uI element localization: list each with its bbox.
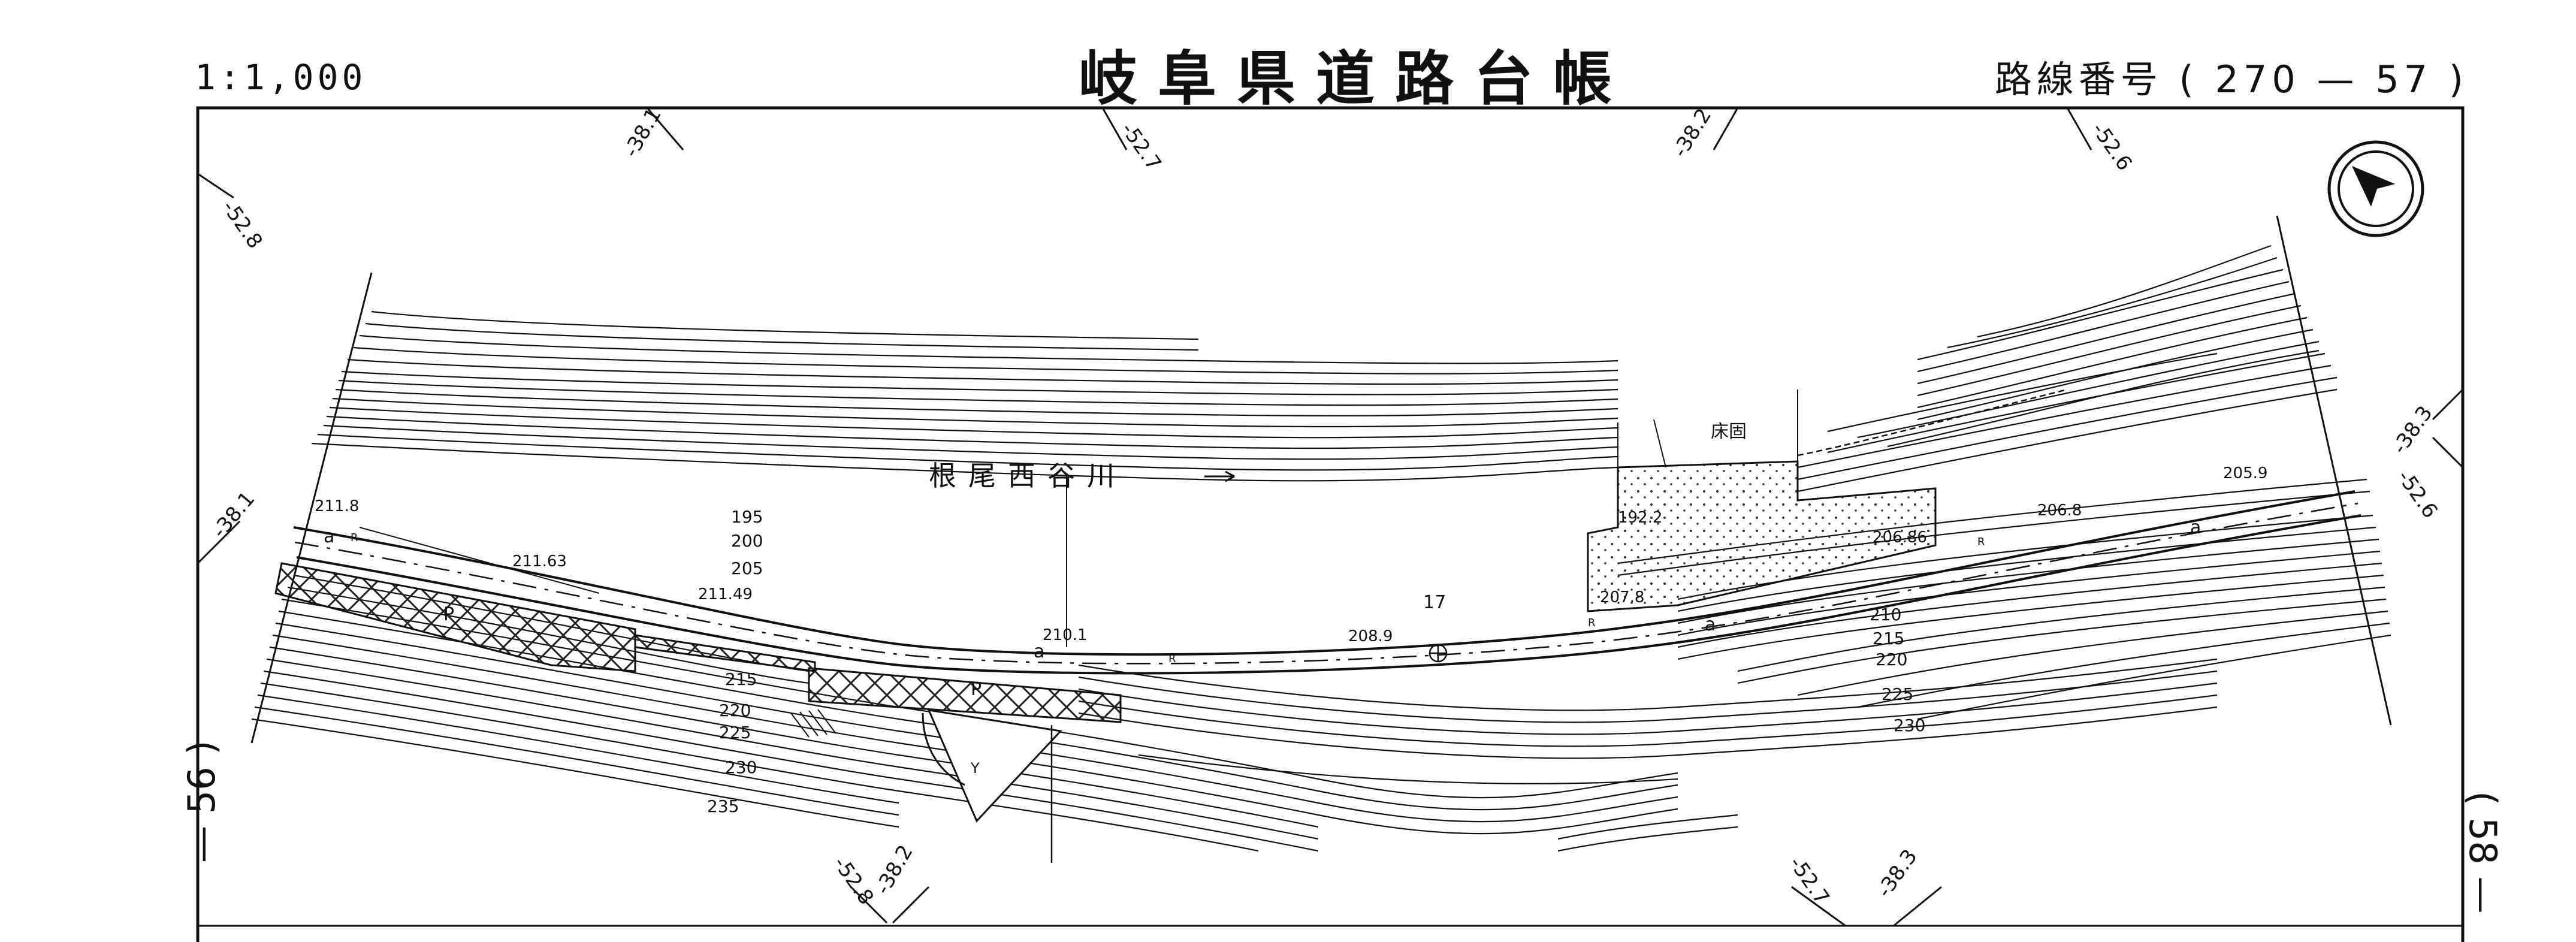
bed-fixation-area: [1587, 388, 2068, 612]
contour-label: 210: [1870, 605, 1901, 624]
grid-label-left: -38.1: [207, 487, 259, 543]
contour-label: 200: [731, 531, 763, 551]
road-marker: a: [1034, 641, 1044, 662]
elevation-label: 207.8: [1600, 588, 1644, 606]
contour-label: 225: [719, 723, 751, 742]
contours-upper: [311, 310, 1618, 482]
elevation-label: 211.63: [512, 552, 567, 570]
route-number: 路線番号 ( 270 — 57 ): [1995, 49, 2468, 103]
grid-ticks: [197, 107, 2464, 927]
map-title: 岐阜県道路台帳: [1079, 44, 1633, 113]
road-marker: a: [2190, 517, 2201, 538]
road-marker: a: [1705, 614, 1716, 635]
elevation-label: 206.86: [1873, 529, 1927, 547]
contour-label: 235: [707, 796, 739, 816]
road-marker: Y: [970, 760, 980, 777]
grid-label-bottom: -52.8: [829, 852, 878, 909]
contour-label: 230: [725, 757, 757, 777]
road-marker: P: [971, 679, 982, 700]
scale-label: 1:1,000: [195, 57, 367, 98]
route-label: 路線番号: [1994, 58, 2163, 101]
river-axis: [1066, 470, 1235, 647]
river-name: 根尾西谷川: [929, 460, 1127, 492]
contours-right-upper: [1797, 244, 2338, 493]
contour-label: 230: [1894, 715, 1925, 735]
contour-label: 220: [719, 701, 751, 720]
contour-labels: 215 220 225 230 235 195 200 205 210 215 …: [707, 507, 1925, 816]
map-frame: [196, 106, 2465, 942]
road-markers: a a a a R R R R P P Y 17: [324, 517, 2201, 777]
elevation-label: 211.49: [698, 585, 753, 603]
grid-label-top: -38.2: [1668, 104, 1717, 162]
grid-label-bottom: -52.7: [1784, 852, 1834, 909]
spot-elevations: 211.8 211.63 211.49 210.1 208.9 207.8 19…: [315, 464, 2267, 645]
elevation-label: 208.9: [1348, 627, 1393, 645]
contour-label: 220: [1876, 650, 1907, 669]
retaining-walls: [274, 562, 1122, 723]
contour-label: 215: [725, 669, 757, 689]
elevation-label: 192.2: [1618, 509, 1662, 527]
road-marker: R: [1588, 617, 1596, 629]
contour-label: 225: [1882, 684, 1913, 704]
grid-label-top: -52.6: [2087, 118, 2137, 175]
grid-label-bottom: -38.3: [1873, 845, 1922, 902]
grid-label-left: -52.8: [218, 196, 267, 253]
sheet-boundary: [250, 215, 2392, 744]
contour-label: 205: [731, 558, 763, 578]
elevation-label: 205.9: [2223, 464, 2267, 482]
route-value: ( 270 — 57 ): [2179, 58, 2468, 101]
contour-label: 215: [1873, 629, 1904, 648]
elevation-label: 211.8: [315, 497, 359, 515]
slope-structure: [790, 709, 1063, 863]
grid-label-top: -52.7: [1116, 118, 1166, 175]
road-marker: R: [1168, 653, 1176, 665]
north-arrow-icon: [2327, 140, 2424, 237]
grid-labels: -38.1 -52.7 -38.2 -52.6 -52.8 -38.1 -38.…: [207, 104, 2442, 909]
elevation-label: 206.8: [2037, 502, 2082, 520]
road-marker: R: [351, 532, 358, 544]
road-marker: a: [324, 526, 334, 547]
grid-label-right: -52.6: [2393, 466, 2442, 523]
road-marker: P: [443, 604, 454, 625]
benchmark-icon: [1429, 644, 1448, 663]
grid-label-bottom: -38.2: [871, 841, 918, 898]
elevation-label: 210.1: [1043, 626, 1087, 644]
contour-label: 195: [731, 507, 763, 527]
field-label: 床固: [1711, 421, 1747, 442]
road-marker: R: [1977, 536, 1985, 548]
road-marker: 17: [1423, 592, 1446, 613]
grid-label-top: -38.1: [619, 104, 666, 161]
road-edges: [293, 490, 2361, 675]
grid-label-right: -38.3: [2388, 401, 2438, 458]
